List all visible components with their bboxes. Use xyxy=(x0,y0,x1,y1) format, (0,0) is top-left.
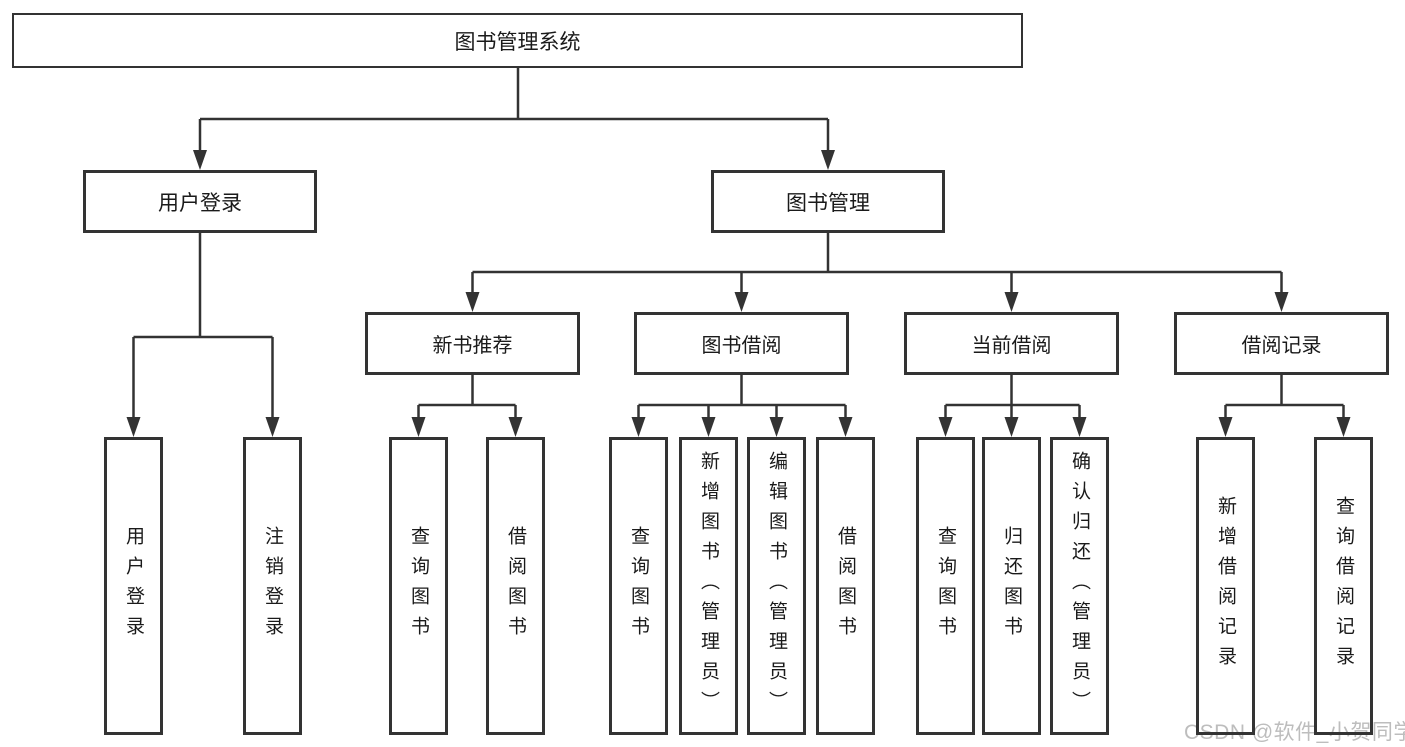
node-label: 图书管理系统 xyxy=(454,30,581,54)
node-library-management-system: 图书管理系统 xyxy=(12,13,1023,68)
node-label: 图书管理 xyxy=(786,191,870,215)
node-book-management: 图书管理 xyxy=(711,170,945,233)
connector-user-login-children xyxy=(126,233,280,437)
node-label: 用户登录 xyxy=(158,191,242,215)
node-book-borrowing: 图书借阅 xyxy=(634,312,849,375)
leaf-add-borrow-record: 新增借阅记录 xyxy=(1196,437,1255,735)
leaf-label: 归还图书 xyxy=(1001,526,1022,646)
leaf-label: 确认归还（管理员） xyxy=(1069,451,1090,721)
watermark-csdn: CSDN @软件_小贺同学 xyxy=(1184,721,1405,744)
leaf-query-books-current: 查询图书 xyxy=(916,437,975,735)
node-user-login: 用户登录 xyxy=(83,170,317,233)
node-new-book-recommend: 新书推荐 xyxy=(365,312,580,375)
leaf-label: 借阅图书 xyxy=(505,526,526,646)
leaf-label: 新增借阅记录 xyxy=(1215,496,1236,676)
connector-book-management-children xyxy=(465,233,1289,312)
leaf-label: 查询图书 xyxy=(408,526,429,646)
leaf-query-borrow-record: 查询借阅记录 xyxy=(1314,437,1373,735)
connector-borrowing-records-children xyxy=(1218,375,1351,437)
leaf-label: 注销登录 xyxy=(262,526,283,646)
leaf-borrow-books-borrowing: 借阅图书 xyxy=(816,437,875,735)
leaf-label: 借阅图书 xyxy=(835,526,856,646)
leaf-confirm-return-admin: 确认归还（管理员） xyxy=(1050,437,1109,735)
node-label: 新书推荐 xyxy=(432,335,513,357)
leaf-query-books-recommend: 查询图书 xyxy=(389,437,448,735)
node-current-borrowing: 当前借阅 xyxy=(904,312,1119,375)
connector-book-borrowing-children xyxy=(631,375,853,437)
leaf-label: 查询借阅记录 xyxy=(1333,496,1354,676)
leaf-query-books-borrowing: 查询图书 xyxy=(609,437,668,735)
connector-new-book-recommend-children xyxy=(411,375,523,437)
node-label: 当前借阅 xyxy=(971,335,1052,357)
leaf-edit-books-admin: 编辑图书（管理员） xyxy=(747,437,806,735)
leaf-return-books: 归还图书 xyxy=(982,437,1041,735)
leaf-label: 查询图书 xyxy=(935,526,956,646)
leaf-label: 新增图书（管理员） xyxy=(698,451,719,721)
node-borrowing-records: 借阅记录 xyxy=(1174,312,1389,375)
leaf-label: 查询图书 xyxy=(628,526,649,646)
leaf-logout: 注销登录 xyxy=(243,437,302,735)
connector-root-to-level2 xyxy=(193,68,835,170)
leaf-add-books-admin: 新增图书（管理员） xyxy=(679,437,738,735)
leaf-borrow-books-recommend: 借阅图书 xyxy=(486,437,545,735)
leaf-user-login: 用户登录 xyxy=(104,437,163,735)
node-label: 图书借阅 xyxy=(701,335,782,357)
leaf-label: 用户登录 xyxy=(123,526,144,646)
connector-current-borrowing-children xyxy=(938,375,1087,437)
leaf-label: 编辑图书（管理员） xyxy=(766,451,787,721)
node-label: 借阅记录 xyxy=(1241,335,1322,357)
